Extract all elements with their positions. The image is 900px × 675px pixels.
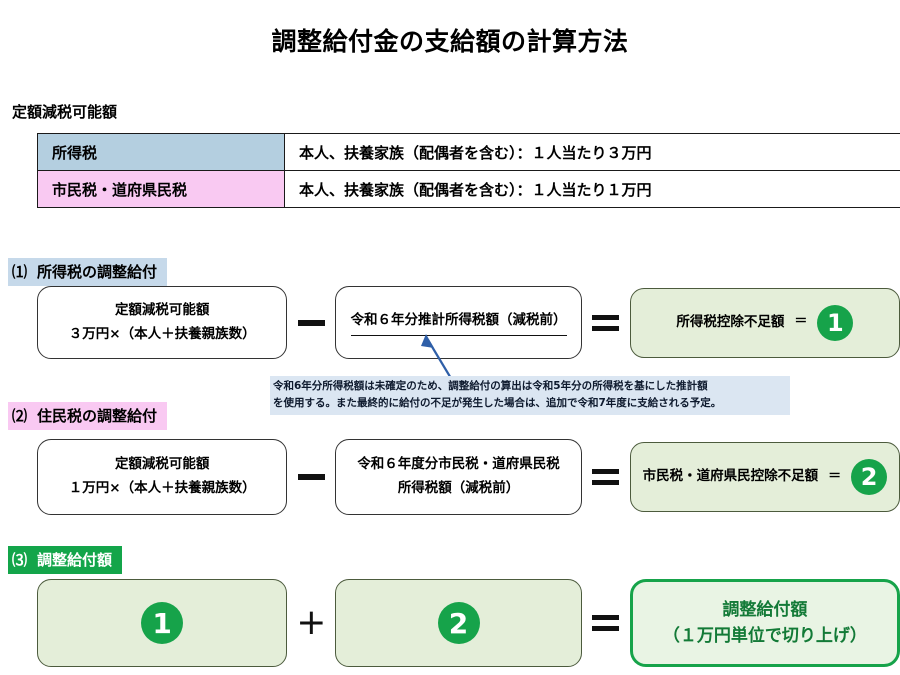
annotation-note: 令和6年分所得税額は未確定のため、調整給付の算出は令和5年分の所得税を基にした推… (270, 376, 790, 415)
circled-number-2: 2 (437, 602, 480, 644)
result-box-resident-tax-shortfall: 市民税・道府県民控除不足額 ＝ 2 (629, 442, 900, 512)
result-label: 所得税控除不足額 (676, 313, 785, 330)
circled-number-1: 1 (817, 304, 854, 341)
formula-row-total-payment: 1 + 2 調整給付額 （１万円単位で切り上げ） (0, 578, 900, 668)
step-label: 調整給付額 (37, 551, 113, 569)
summand-box-2: 2 (335, 579, 582, 667)
result-equals: ＝ (828, 468, 842, 484)
operator-minus (287, 319, 335, 326)
formula-box-estimated-income-tax: 令和６年分推計所得税額（減税前） (335, 286, 582, 359)
step-label: 所得税の調整給付 (37, 263, 158, 281)
table-cell-tax-name: 市民税・道府県民税 (37, 170, 285, 208)
table-cell-tax-name: 所得税 (37, 133, 285, 171)
table-caption: 定額減税可能額 (12, 103, 118, 121)
step-header-total-payment: ⑶ 調整給付額 (8, 546, 123, 574)
table-cell-tax-detail: 本人、扶養家族（配偶者を含む）：１人当たり１万円 (284, 170, 900, 208)
result-equals: ＝ (794, 314, 808, 330)
formula-row-resident-tax: 定額減税可能額 １万円×（本人＋扶養親族数） 令和６年度分市民税・道府県民税 所… (0, 438, 900, 516)
annotation-line: 令和6年分所得税額は未確定のため、調整給付の算出は令和5年分の所得税を基にした推… (273, 380, 708, 392)
result-line: （１万円単位で切り上げ） (662, 626, 867, 646)
formula-line: 定額減税可能額 (114, 301, 210, 318)
operator-minus (287, 474, 335, 480)
result-box-final-payment: 調整給付額 （１万円単位で切り上げ） (629, 579, 900, 667)
annotation-line: を使用する。また最終的に給付の不足が発生した場合は、追加で令和7年度に支給される… (273, 397, 722, 410)
deduction-table: 所得税 本人、扶養家族（配偶者を含む）：１人当たり３万円 市民税・道府県民税 本… (37, 133, 900, 208)
step-header-resident-tax: ⑵ 住民税の調整給付 (8, 402, 168, 430)
result-box-income-tax-shortfall: 所得税控除不足額 ＝ 1 (629, 287, 900, 358)
formula-line: 令和６年度分市民税・道府県民税 (357, 456, 560, 473)
step-number: ⑴ (12, 263, 28, 281)
formula-row-income-tax: 定額減税可能額 ３万円×（本人＋扶養親族数） 令和６年分推計所得税額（減税前） … (0, 285, 900, 360)
operator-equals (582, 469, 630, 485)
step-label: 住民税の調整給付 (37, 407, 158, 425)
table-cell-tax-detail: 本人、扶養家族（配偶者を含む）：１人当たり３万円 (284, 133, 900, 171)
circled-number-2: 2 (851, 459, 888, 495)
formula-line: 定額減税可能額 (114, 456, 210, 473)
operator-plus: + (287, 605, 335, 641)
operator-equals (582, 615, 630, 631)
formula-box-deduction-amount: 定額減税可能額 ３万円×（本人＋扶養親族数） (37, 286, 288, 359)
formula-line: １万円×（本人＋扶養親族数） (68, 480, 256, 496)
plus-icon: + (296, 602, 327, 643)
summand-box-1: 1 (37, 579, 288, 667)
formula-line: 令和６年分推計所得税額（減税前） (350, 309, 567, 336)
page-title: 調整給付金の支給額の計算方法 (271, 27, 629, 56)
table-row: 所得税 本人、扶養家族（配偶者を含む）：１人当たり３万円 (37, 133, 900, 171)
step-number: ⑵ (12, 407, 28, 425)
table-row: 市民税・道府県民税 本人、扶養家族（配偶者を含む）：１人当たり１万円 (37, 170, 900, 208)
result-line: 調整給付額 (722, 599, 808, 620)
step-number: ⑶ (12, 551, 28, 569)
result-label: 市民税・道府県民控除不足額 (642, 468, 819, 485)
circled-number-1: 1 (141, 602, 184, 644)
formula-line: 所得税額（減税前） (397, 480, 520, 496)
formula-box-resident-tax-amount: 令和６年度分市民税・道府県民税 所得税額（減税前） (335, 439, 582, 515)
step-header-income-tax: ⑴ 所得税の調整給付 (8, 258, 168, 286)
formula-box-deduction-amount: 定額減税可能額 １万円×（本人＋扶養親族数） (37, 439, 288, 515)
formula-line: ３万円×（本人＋扶養親族数） (68, 325, 256, 342)
operator-equals (582, 314, 630, 331)
